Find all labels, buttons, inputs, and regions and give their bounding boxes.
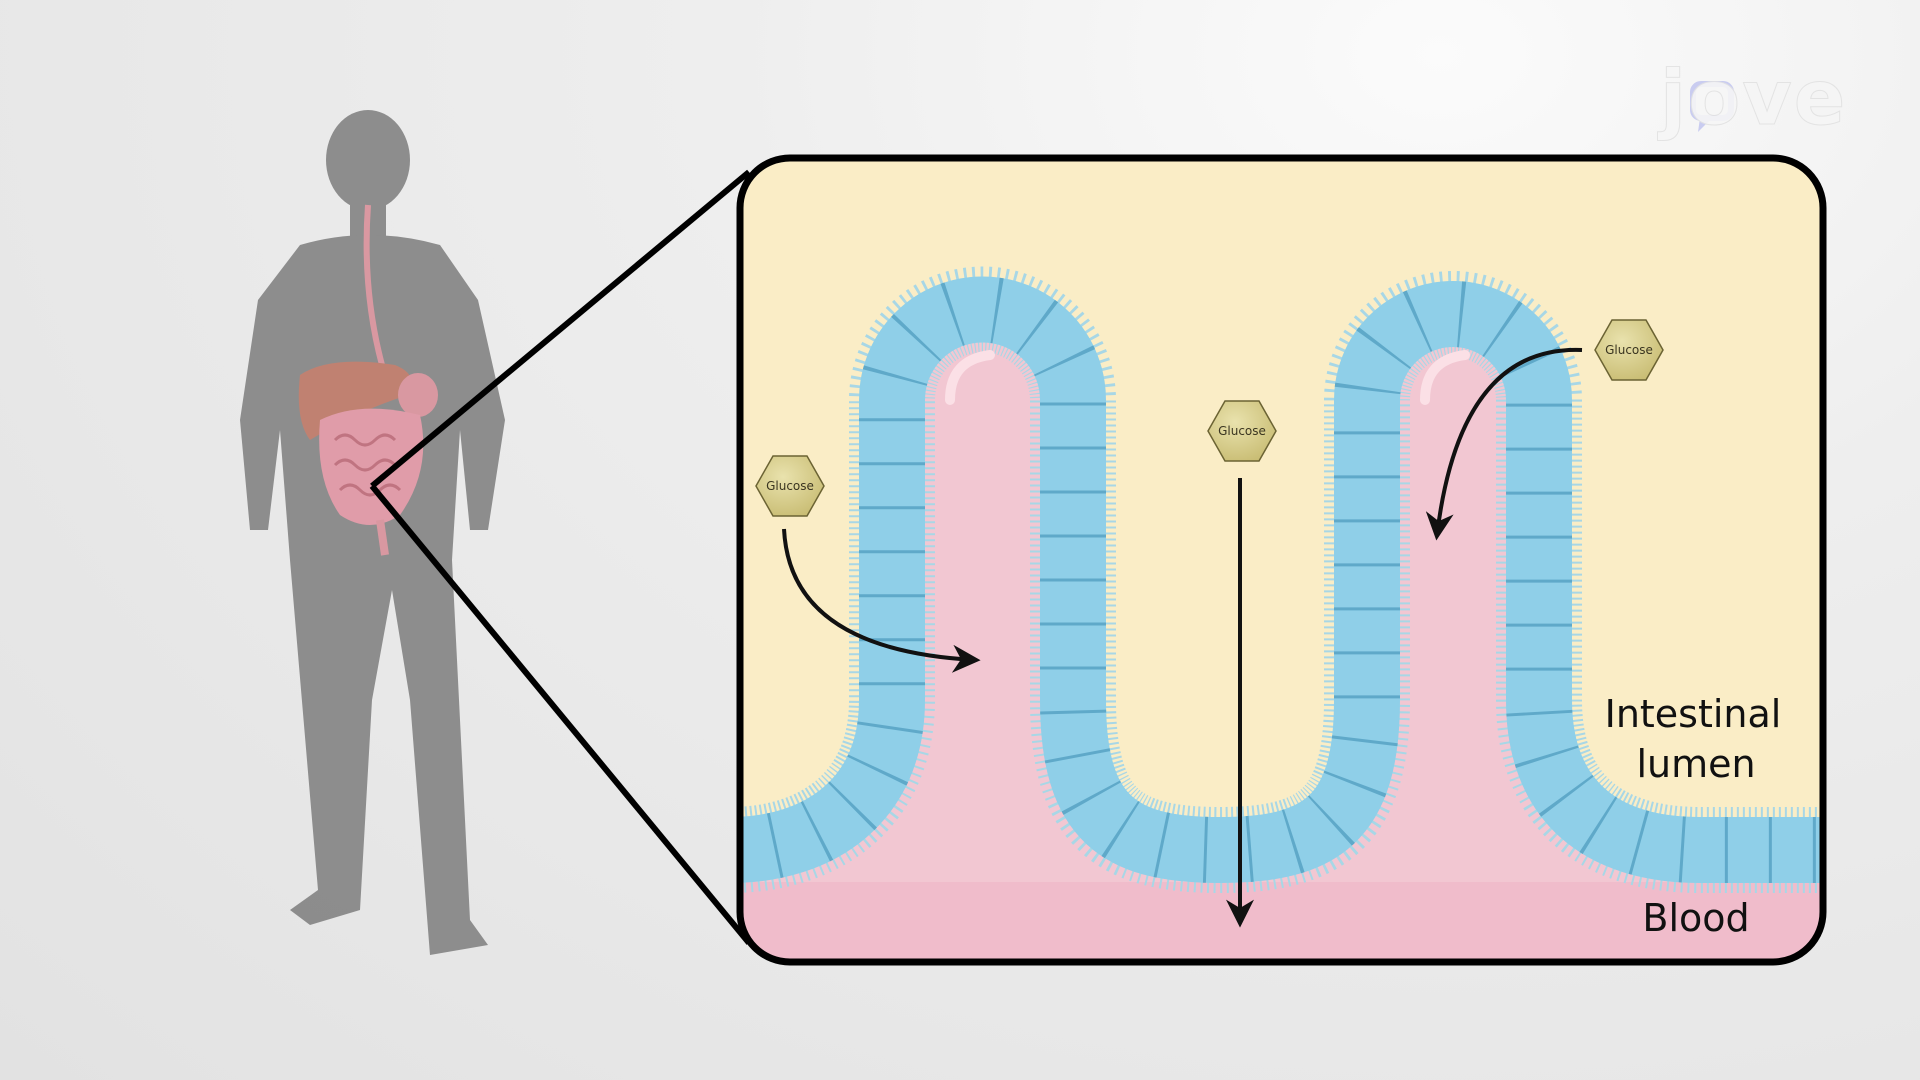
panel-border <box>736 154 1827 966</box>
logo-text: jove <box>1657 53 1847 142</box>
glucose-molecule-3: Glucose <box>1594 319 1664 381</box>
glucose-label: Glucose <box>766 479 814 493</box>
absorption-arrow-1 <box>782 528 981 673</box>
glucose-molecule-2: Glucose <box>1207 400 1277 462</box>
blood-label: Blood <box>1642 896 1749 940</box>
lumen-label-line2: lumen <box>1636 742 1755 786</box>
absorption-arrow-3 <box>1425 347 1583 541</box>
blood-region <box>740 882 1823 962</box>
villi-panel <box>740 158 1823 962</box>
epithelial-cells <box>740 276 1823 884</box>
lumen-label-line1: Intestinal <box>1605 692 1782 736</box>
glucose-label: Glucose <box>1218 424 1266 438</box>
glucose-molecule-1: Glucose <box>755 455 825 517</box>
human-silhouette <box>240 110 505 955</box>
digestive-organs <box>298 204 438 556</box>
glucose-label: Glucose <box>1605 343 1653 357</box>
zoom-line-bottom <box>369 484 752 945</box>
zoom-line-top <box>370 169 751 489</box>
jove-logo: jove <box>1657 53 1847 143</box>
